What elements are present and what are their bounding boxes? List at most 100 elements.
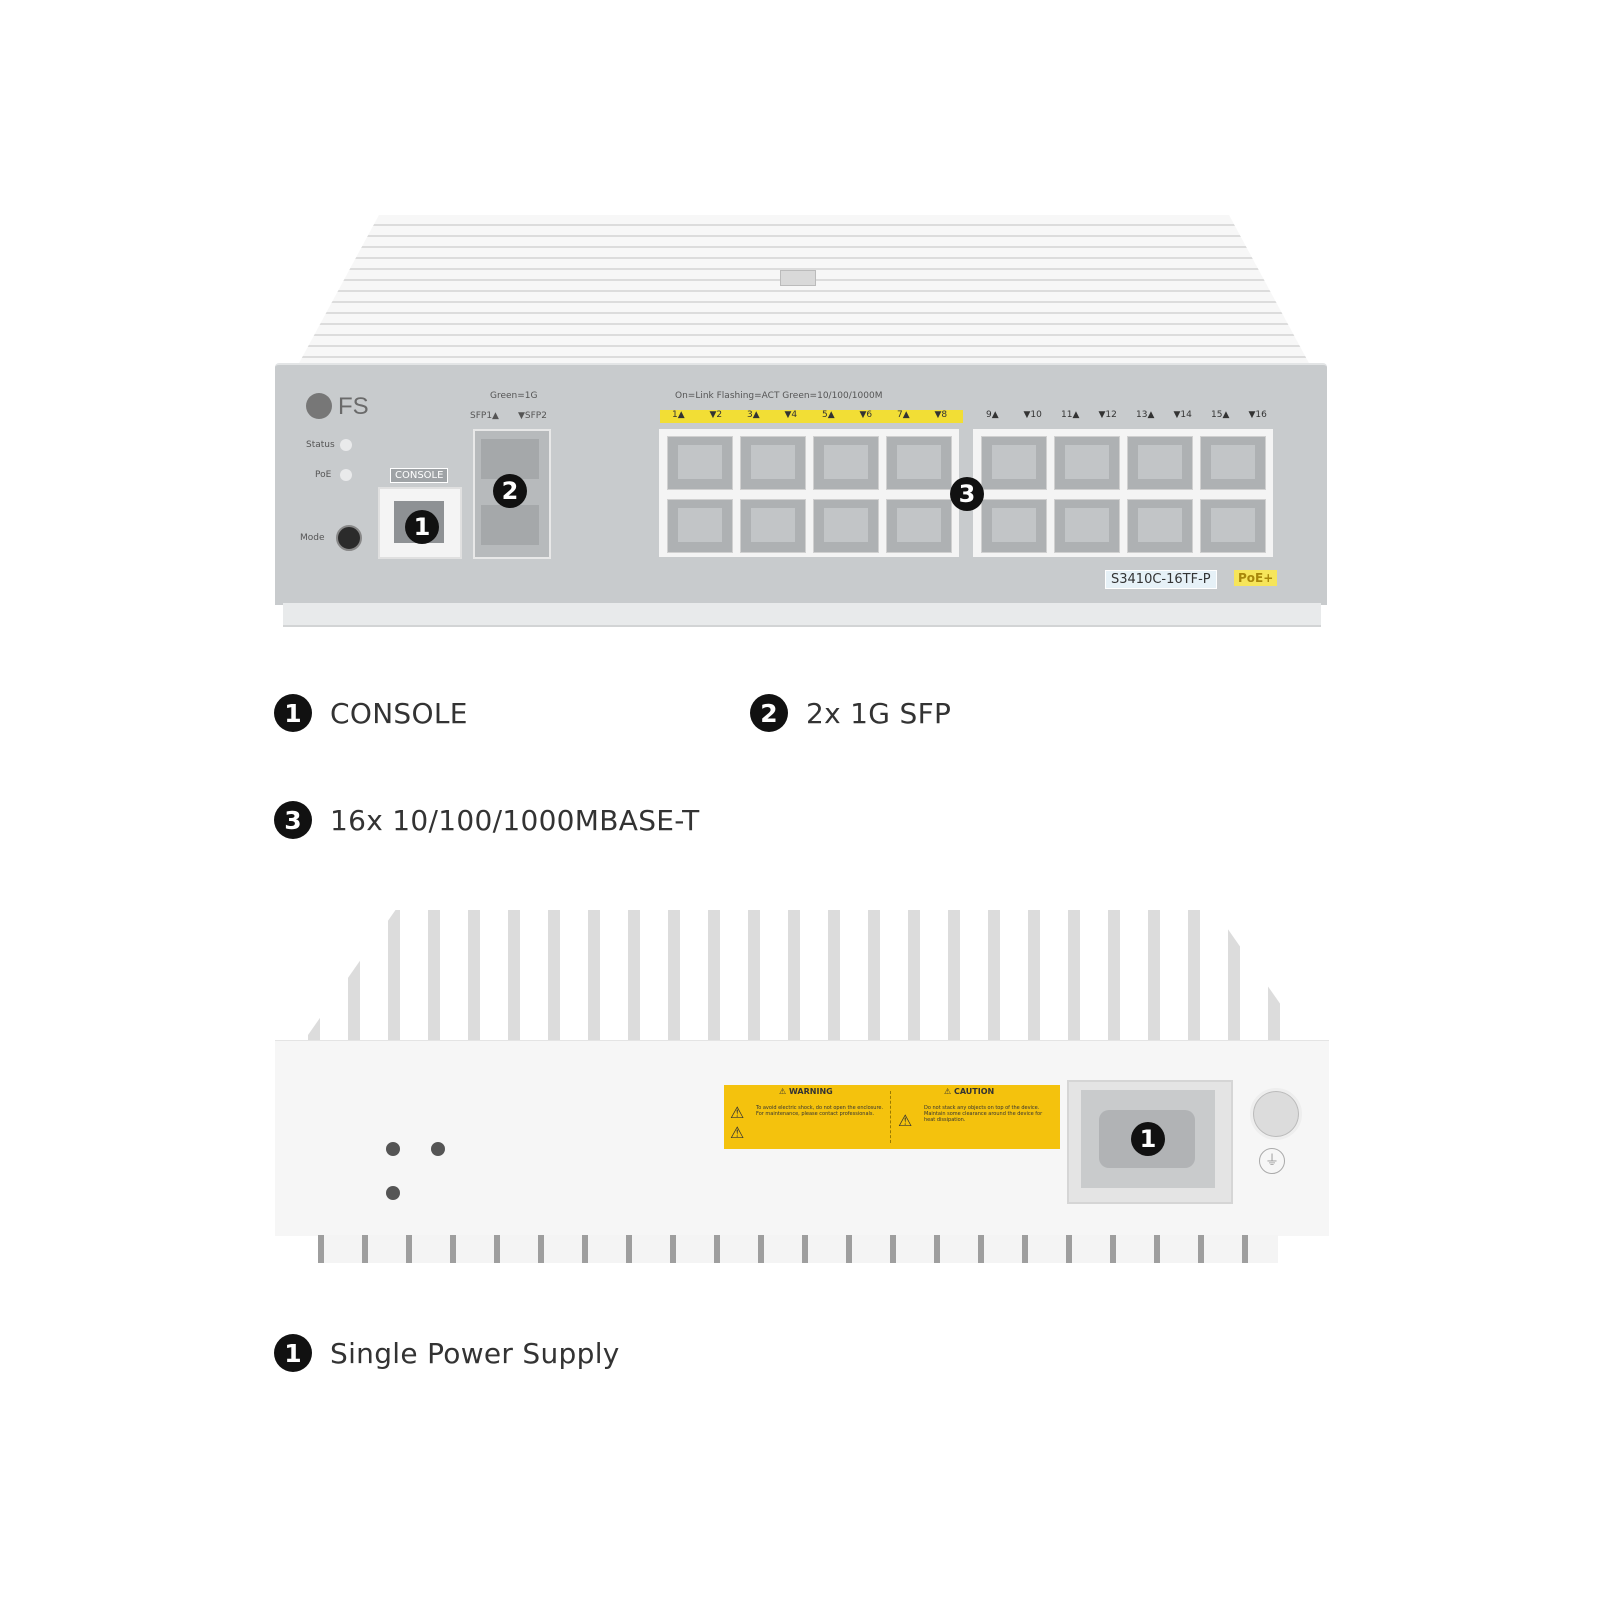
port-legend: On=Link Flashing=ACT Green=10/100/1000M xyxy=(675,391,883,401)
back-view: ⚠ WARNING ⚠ CAUTION ⚠ ⚠ To avoid electri… xyxy=(270,900,1340,1310)
port-label: 5▲ xyxy=(822,410,835,420)
ground-icon: ⏚ xyxy=(1259,1148,1285,1174)
warning-text: To avoid electric shock, do not open the… xyxy=(756,1105,884,1117)
mode-button[interactable] xyxy=(336,525,362,551)
port-label: ▼2 xyxy=(709,410,723,420)
sfp-slot-1[interactable] xyxy=(481,439,539,479)
rj45-port-10[interactable] xyxy=(981,499,1047,553)
rj45-jack xyxy=(678,445,722,479)
rj45-port-3[interactable] xyxy=(740,436,806,490)
rj45-jack xyxy=(1065,445,1109,479)
port-label: 1▲ xyxy=(672,410,685,420)
port-label: ▼8 xyxy=(934,410,948,420)
rj45-jack xyxy=(1211,445,1255,479)
port-label: 15▲ xyxy=(1211,410,1230,420)
rj45-port-5[interactable] xyxy=(813,436,879,490)
rj45-jack xyxy=(1138,508,1182,542)
ground-screw[interactable] xyxy=(1250,1088,1302,1140)
status-led xyxy=(340,439,352,451)
legend-item-console: 1 CONSOLE xyxy=(274,693,468,733)
sfp1-label: SFP1▲ xyxy=(470,411,499,421)
caution-text: Do not stack any objects on top of the d… xyxy=(924,1105,1043,1123)
mounting-hole-3 xyxy=(386,1186,400,1200)
label-divider xyxy=(890,1091,892,1143)
sfp-cage[interactable] xyxy=(473,429,551,559)
port-label: 7▲ xyxy=(897,410,910,420)
rj45-jack xyxy=(751,508,795,542)
rj45-port-11[interactable] xyxy=(1054,436,1120,490)
safety-label: ⚠ WARNING ⚠ CAUTION ⚠ ⚠ To avoid electri… xyxy=(724,1085,1060,1149)
rj45-jack xyxy=(678,508,722,542)
rj45-port-9[interactable] xyxy=(981,436,1047,490)
legend-item-sfp: 2 2x 1G SFP xyxy=(750,693,951,733)
rj45-port-4[interactable] xyxy=(740,499,806,553)
console-port-label: CONSOLE xyxy=(390,468,449,483)
poe-plus-badge: PoE+ xyxy=(1234,570,1278,586)
port-label: 13▲ xyxy=(1136,410,1155,420)
status-led-label: Status xyxy=(306,440,335,450)
port-label: ▼14 xyxy=(1173,410,1192,420)
rj45-port-16[interactable] xyxy=(1200,499,1266,553)
poe-port-label-strip xyxy=(660,410,963,423)
legend-text-sfp: 2x 1G SFP xyxy=(806,696,952,730)
rj45-jack xyxy=(824,445,868,479)
callout-1-back: 1 xyxy=(1131,1122,1165,1156)
port-label: ▼12 xyxy=(1098,410,1117,420)
warning-icon: ⚠ xyxy=(730,1103,745,1122)
fs-logo-icon xyxy=(306,393,332,419)
heatsink-fins-top xyxy=(301,910,1309,1045)
sfp-slot-2[interactable] xyxy=(481,505,539,545)
warning-title: ⚠ WARNING xyxy=(779,1087,833,1096)
brand-label: FS xyxy=(338,393,369,420)
rj45-port-2[interactable] xyxy=(667,499,733,553)
port-label: 3▲ xyxy=(747,410,760,420)
model-label: S3410C-16TF-P xyxy=(1105,570,1217,589)
front-view: FS Status PoE Mode CONSOLE 1 Green=1G SF… xyxy=(270,215,1340,645)
rj45-port-12[interactable] xyxy=(1054,499,1120,553)
port-label: ▼6 xyxy=(859,410,873,420)
rj45-port-8[interactable] xyxy=(886,499,952,553)
top-label xyxy=(780,270,816,286)
callout-1-front: 1 xyxy=(405,510,439,544)
rj45-jack xyxy=(1138,445,1182,479)
rj45-jack xyxy=(897,445,941,479)
rj45-jack xyxy=(897,508,941,542)
rj45-port-7[interactable] xyxy=(886,436,952,490)
port-label: 9▲ xyxy=(986,410,999,420)
rj45-jack xyxy=(992,445,1036,479)
port-label: ▼10 xyxy=(1023,410,1042,420)
mounting-hole-1 xyxy=(386,1142,400,1156)
callout-3-front: 3 xyxy=(950,477,984,511)
rj45-jack xyxy=(751,445,795,479)
rj45-port-6[interactable] xyxy=(813,499,879,553)
front-base xyxy=(283,603,1321,627)
rj45-port-14[interactable] xyxy=(1127,499,1193,553)
legend-text-power-supply: Single Power Supply xyxy=(330,1336,620,1370)
caution-icon: ⚠ xyxy=(898,1111,913,1130)
sfp2-label: ▼SFP2 xyxy=(518,411,547,421)
rj45-jack xyxy=(1211,508,1255,542)
rj45-port-13[interactable] xyxy=(1127,436,1193,490)
rj45-bank-1-8 xyxy=(659,429,959,557)
rj45-port-15[interactable] xyxy=(1200,436,1266,490)
legend-item-power-supply: 1 Single Power Supply xyxy=(274,1333,620,1373)
caution-title: ⚠ CAUTION xyxy=(944,1087,995,1096)
port-label: ▼16 xyxy=(1248,410,1267,420)
legend-number-1: 1 xyxy=(274,694,312,732)
rj45-bank-9-16 xyxy=(973,429,1273,557)
callout-2-front: 2 xyxy=(493,474,527,508)
rj45-jack xyxy=(824,508,868,542)
rj45-port-1[interactable] xyxy=(667,436,733,490)
mounting-hole-2 xyxy=(431,1142,445,1156)
poe-led xyxy=(340,469,352,481)
sfp-legend: Green=1G xyxy=(490,391,538,401)
legend-text-console: CONSOLE xyxy=(330,696,468,730)
warning-icon-2: ⚠ xyxy=(730,1123,745,1142)
rj45-jack xyxy=(1065,508,1109,542)
heatsink-fins-bottom xyxy=(318,1235,1278,1263)
legend-item-rj45: 3 16x 10/100/1000MBASE-T xyxy=(274,800,700,840)
poe-led-label: PoE xyxy=(315,470,332,480)
legend-number-back-1: 1 xyxy=(274,1334,312,1372)
